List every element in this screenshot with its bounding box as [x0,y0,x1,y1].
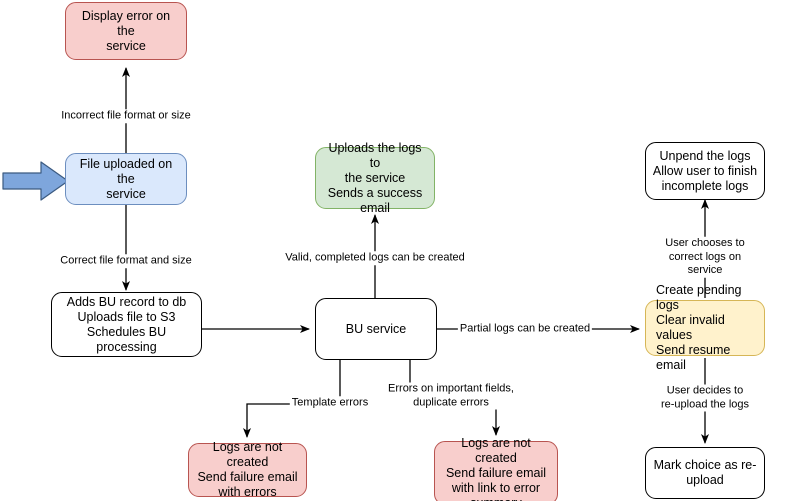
edge-label-template-errors: Template errors [289,396,371,410]
node-uploads-logs[interactable]: Uploads the logs to the service Sends a … [315,141,435,215]
node-mark-choice[interactable]: Mark choice as re- upload [645,447,765,499]
node-unpend-logs[interactable]: Unpend the logs Allow user to finish inc… [645,142,765,200]
node-bu-service[interactable]: BU service [315,298,437,360]
node-create-pending-logs-label: Create pending logs Clear invalid values… [656,283,742,372]
edge-label-incorrect-format: Incorrect file format or size [59,109,193,123]
node-logs-not-created-errors[interactable]: Logs are not created Send failure email … [188,440,307,499]
node-file-uploaded[interactable]: File uploaded on the service [65,153,187,205]
edge-label-errors-important-fields: Errors on important fields, duplicate er… [386,382,516,410]
node-mark-choice-label: Mark choice as re- upload [653,458,757,487]
node-adds-bu-record-label: Adds BU record to db Uploads file to S3 … [66,294,187,354]
edge-label-user-chooses-correct: User chooses to correct logs on service [657,236,753,278]
node-logs-not-created-link-label: Logs are not created Send failure email … [445,435,547,501]
node-logs-not-created-link[interactable]: Logs are not created Send failure email … [434,436,558,501]
node-create-pending-logs[interactable]: Create pending logs Clear invalid values… [645,283,765,372]
edge-label-user-decides-reupload: User decides to re-upload the logs [657,384,753,412]
edge-label-partial-logs: Partial logs can be created [457,322,593,336]
node-bu-service-label: BU service [345,321,407,336]
node-logs-not-created-errors-label: Logs are not created Send failure email … [197,440,298,499]
node-file-uploaded-label: File uploaded on the service [79,156,173,201]
edge-label-valid-completed: Valid, completed logs can be created [283,251,467,265]
node-uploads-logs-label: Uploads the logs to the service Sends a … [327,140,423,215]
node-display-error-label: Display error on the service [81,8,171,53]
node-adds-bu-record[interactable]: Adds BU record to db Uploads file to S3 … [51,292,202,357]
incoming-flow-arrow [2,161,69,201]
node-display-error[interactable]: Display error on the service [65,2,187,60]
edge-label-correct-format: Correct file format and size [58,254,194,268]
node-unpend-logs-label: Unpend the logs Allow user to finish inc… [652,148,758,193]
